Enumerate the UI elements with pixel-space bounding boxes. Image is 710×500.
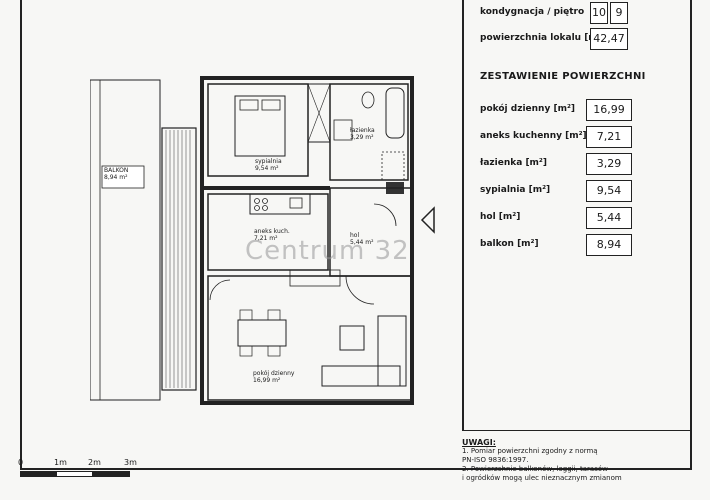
notes-title: UWAGI: (462, 438, 496, 447)
scale-segment (20, 471, 58, 477)
balcony-name: BALKON (104, 167, 129, 174)
kitchen-label: aneks kuch. 7,21 m² (254, 228, 290, 242)
summary-row-value: 16,99 (586, 99, 632, 121)
floor-value-b: 9 (610, 2, 628, 24)
summary-row-label: hol [m²] (480, 212, 521, 222)
balcony-label: BALKON 8,94 m² (104, 167, 128, 181)
summary-row-label: balkon [m²] (480, 239, 539, 249)
watermark: Centrum 32 (245, 236, 410, 266)
bedroom-name: sypialnia (255, 158, 282, 165)
notes-line: 1. Pomiar powierzchni zgodny z normą (462, 447, 598, 455)
summary-row-label: sypialnia [m²] (480, 185, 551, 195)
right-frame-line (690, 0, 692, 470)
notes-line: 2. Powierzchnie balkonów, loggii, tarasó… (462, 465, 608, 473)
scale-tick-0: 0 (18, 458, 24, 467)
living-room-label: pokój dzienny 16,99 m² (253, 370, 294, 384)
summary-row-label: pokój dzienny [m²] (480, 104, 576, 114)
summary-row-value: 3,29 (586, 153, 632, 175)
summary-row-value: 7,21 (586, 126, 632, 148)
balcony-area: 8,94 m² (104, 174, 128, 181)
scale-tick-1: 1m (54, 458, 67, 467)
hall-name: hol (350, 232, 360, 239)
summary-row-value: 9,54 (586, 180, 632, 202)
bathroom-area: 3,29 m² (350, 134, 374, 141)
info-panel: kondygnacja / piętro 10 9 powierzchnia l… (468, 0, 690, 500)
scale-bar: 0 1m 2m 3m (18, 458, 158, 488)
hall-area: 5,44 m² (350, 239, 374, 246)
living-room-area: 16,99 m² (253, 377, 281, 384)
left-frame-line (20, 0, 22, 470)
bottom-frame-line (20, 468, 690, 470)
panel-divider-line (462, 0, 464, 430)
kitchen-name: aneks kuch. (254, 228, 290, 235)
scale-segment (56, 471, 94, 477)
bathroom-label: łazienka 3,29 m² (350, 127, 375, 141)
area-label: powierzchnia lokalu [m²] (480, 33, 606, 43)
summary-row-value: 8,94 (586, 234, 632, 256)
summary-row-label: łazienka [m²] (480, 158, 547, 168)
hall-label: hol 5,44 m² (350, 232, 374, 246)
bedroom-area: 9,54 m² (255, 165, 279, 172)
area-value: 42,47 (590, 28, 628, 50)
living-room-name: pokój dzienny (253, 370, 295, 377)
scale-tick-2: 2m (88, 458, 101, 467)
kitchen-area: 7,21 m² (254, 235, 278, 242)
summary-row-value: 5,44 (586, 207, 632, 229)
entrance-arrow-icon (420, 206, 435, 234)
summary-heading: ZESTAWIENIE POWIERZCHNI (480, 71, 646, 82)
summary-row-label: aneks kuchenny [m²] (480, 131, 587, 141)
floor-value-a: 10 (590, 2, 608, 24)
notes-divider-line (462, 430, 690, 431)
floor-plan-drawing (90, 76, 414, 405)
scale-tick-3: 3m (124, 458, 137, 467)
notes-block: UWAGI: 1. Pomiar powierzchni zgodny z no… (462, 438, 662, 483)
scale-segment (92, 471, 130, 477)
floor-label: kondygnacja / piętro (480, 7, 585, 17)
notes-line: PN-ISO 9836:1997. (462, 456, 529, 464)
bathroom-name: łazienka (350, 127, 375, 134)
notes-line: i ogródków mogą ulec nieznacznym zmianom (462, 474, 622, 482)
bedroom-label: sypialnia 9,54 m² (255, 158, 282, 172)
